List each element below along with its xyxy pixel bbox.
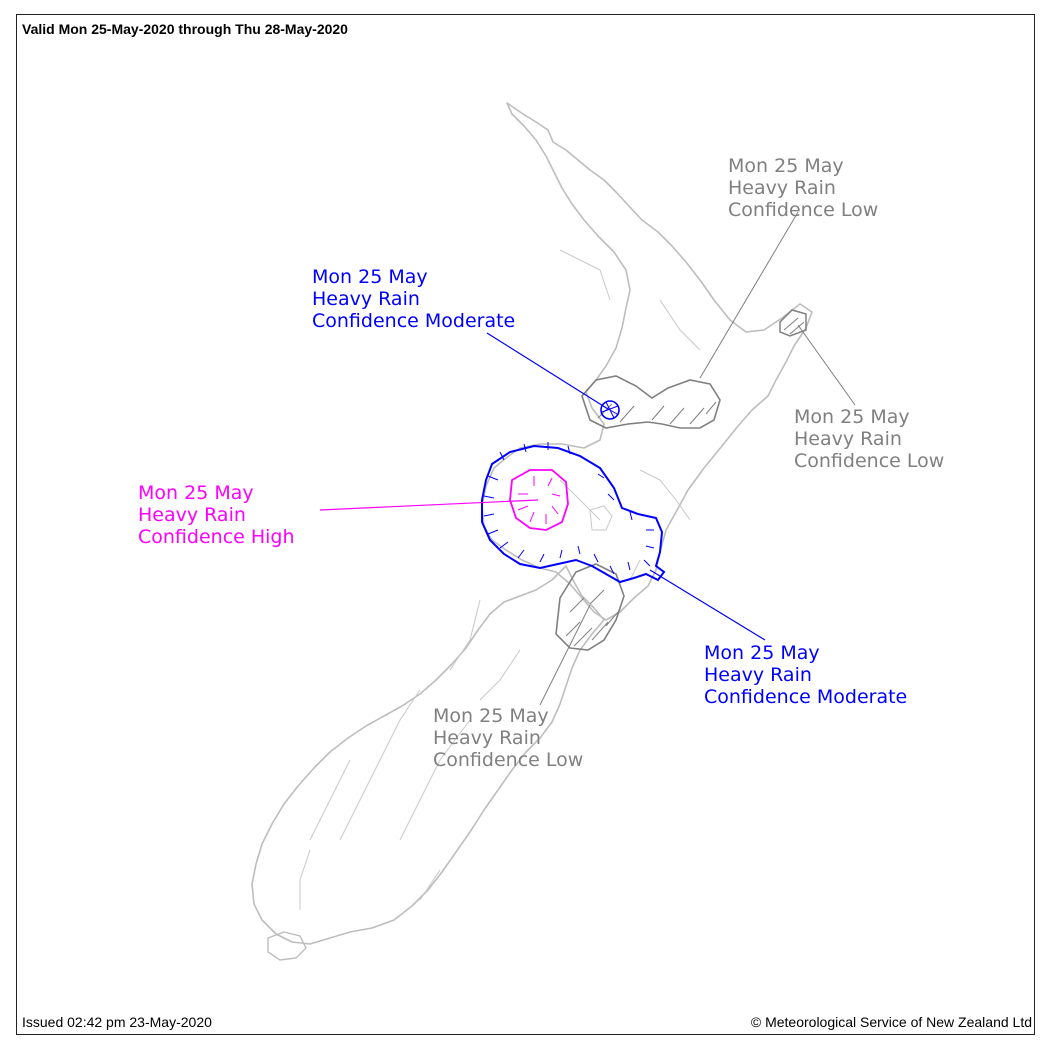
- leader-line-manawatu: [539, 604, 591, 706]
- warning-confidence: Confidence Low: [433, 749, 584, 771]
- warning-label-manawatu: Mon 25 May Heavy Rain Confidence Low: [433, 705, 583, 771]
- area-east-cape-low: [779, 309, 807, 337]
- warning-confidence: Confidence High: [138, 526, 295, 548]
- warning-day: Mon 25 May: [704, 642, 820, 664]
- warning-hazard: Heavy Rain: [704, 664, 812, 686]
- copyright-footer: © Meteorological Service of New Zealand …: [750, 1014, 1032, 1030]
- warning-confidence: Confidence Low: [728, 199, 879, 221]
- warning-hazard: Heavy Rain: [312, 288, 420, 310]
- warning-day: Mon 25 May: [794, 406, 910, 428]
- warning-day: Mon 25 May: [312, 266, 428, 288]
- warning-day: Mon 25 May: [138, 482, 254, 504]
- warning-hazard: Heavy Rain: [794, 428, 902, 450]
- south-island-outline: [251, 565, 605, 945]
- inland-features: [299, 249, 701, 910]
- warning-confidence: Confidence Moderate: [704, 686, 908, 708]
- warning-confidence: Confidence Moderate: [312, 310, 516, 332]
- area-waikato-moderate: [600, 400, 620, 420]
- warning-label-waikato-moderate: Mon 25 May Heavy Rain Confidence Moderat…: [312, 266, 515, 332]
- warning-label-central-moderate: Mon 25 May Heavy Rain Confidence Moderat…: [704, 642, 907, 708]
- leader-line-bay-of-plenty: [699, 211, 799, 379]
- area-manawatu-low: [555, 563, 625, 651]
- warning-hazard: Heavy Rain: [433, 727, 541, 749]
- north-island-outline: [481, 102, 813, 621]
- warning-hazard: Heavy Rain: [138, 504, 246, 526]
- leader-line-taupo-high: [319, 499, 539, 511]
- leader-line-waikato-moderate: [486, 332, 609, 410]
- warning-hazard: Heavy Rain: [728, 177, 836, 199]
- leader-line-east-cape: [797, 324, 856, 406]
- issued-footer: Issued 02:42 pm 23-May-2020: [22, 1014, 212, 1030]
- warning-label-taupo-high: Mon 25 May Heavy Rain Confidence High: [138, 482, 295, 548]
- warning-day: Mon 25 May: [433, 705, 549, 727]
- warning-label-east-cape: Mon 25 May Heavy Rain Confidence Low: [794, 406, 944, 472]
- valid-period-header: Valid Mon 25-May-2020 through Thu 28-May…: [22, 21, 348, 37]
- warning-label-bay-of-plenty: Mon 25 May Heavy Rain Confidence Low: [728, 155, 878, 221]
- area-bay-of-plenty-low: [581, 375, 721, 429]
- warning-day: Mon 25 May: [728, 155, 844, 177]
- area-taupo-high: [509, 469, 569, 531]
- stewart-island-outline: [267, 931, 307, 961]
- leader-line-central-moderate: [649, 569, 766, 641]
- warning-confidence: Confidence Low: [794, 450, 945, 472]
- area-central-moderate: [481, 442, 666, 584]
